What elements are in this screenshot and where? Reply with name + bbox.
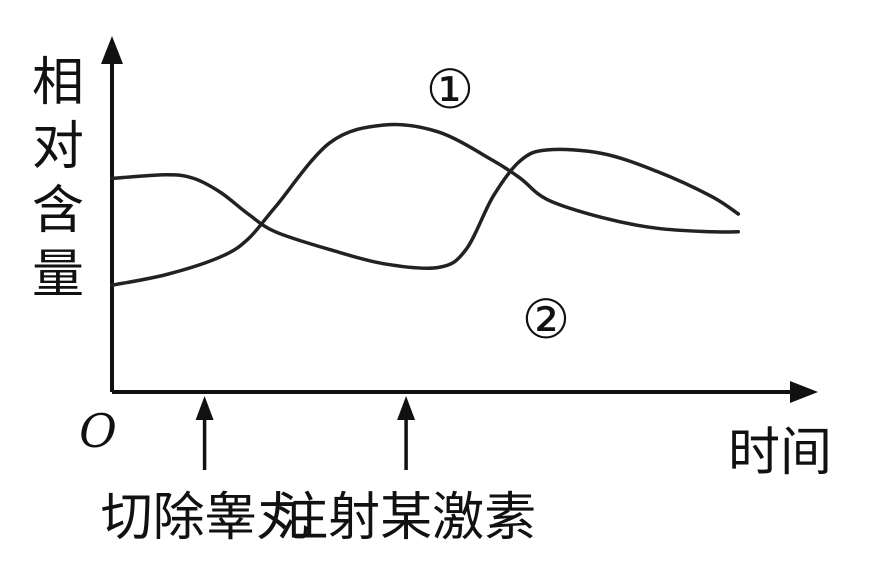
- x-axis-label: 时间: [728, 423, 832, 483]
- y-axis-arrow: [101, 36, 123, 64]
- series-2-curve: [110, 147, 741, 271]
- y-axis-label-char: 量: [32, 245, 84, 305]
- y-axis-label-char: 相: [32, 53, 84, 113]
- x-axis-arrow: [790, 381, 818, 403]
- series-1-label: ①: [426, 58, 474, 121]
- origin-label: O: [79, 404, 117, 458]
- y-axis-label-char: 含: [32, 181, 84, 241]
- event-arrowhead-1: [195, 396, 214, 420]
- y-axis-label: 相对含量: [32, 53, 84, 305]
- series-1-curve: [110, 122, 741, 287]
- y-axis-label-char: 对: [32, 117, 84, 177]
- series-2-label: ②: [522, 288, 570, 351]
- event-arrowhead-2: [397, 396, 416, 420]
- event-label-2: 注射某激素: [276, 488, 536, 548]
- event-label-1: 切除睾丸: [101, 488, 309, 548]
